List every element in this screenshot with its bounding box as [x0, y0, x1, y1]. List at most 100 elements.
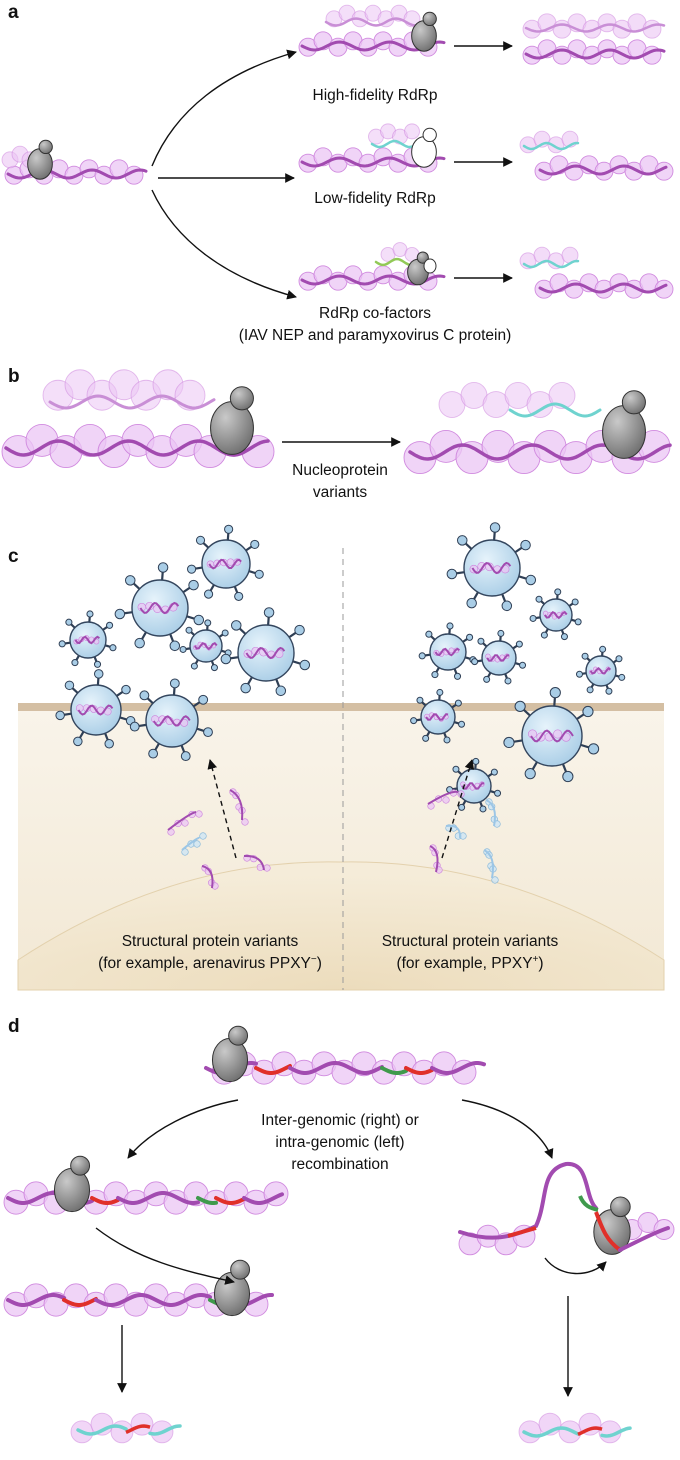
packaged-rna [425, 713, 449, 721]
cytoplasmic-rnp [427, 789, 465, 810]
glycoprotein-head [263, 607, 275, 618]
glycoprotein-head [582, 705, 594, 718]
polymerase-cap [422, 127, 437, 143]
packaged-rna [77, 704, 114, 716]
glycoprotein-head [210, 664, 218, 672]
polymerase-cap [422, 11, 437, 27]
glycoprotein-head [418, 652, 426, 660]
red-segment [404, 1066, 434, 1075]
glycoprotein-head [121, 684, 131, 695]
glycoprotein-head [443, 736, 451, 744]
nascent-rna [48, 394, 216, 410]
rna-strand [445, 824, 462, 839]
glycoprotein-head [139, 690, 150, 701]
nucleoprotein-subunit [491, 876, 499, 884]
nucleoprotein-subunit [226, 558, 235, 566]
glycoprotein-head [586, 686, 594, 694]
glycoprotein-head [452, 765, 460, 773]
polymerase-cap [416, 251, 429, 264]
glycoprotein-head [581, 652, 589, 660]
glycoprotein-head [458, 720, 466, 728]
glycoprotein-head [221, 629, 229, 637]
label-recombination-3: recombination [291, 1156, 388, 1173]
glycoprotein-head [294, 624, 305, 636]
glycoprotein-head [490, 768, 498, 776]
packaged-rna [461, 782, 485, 790]
glycoprotein-head [148, 748, 159, 759]
label-right-variants: Structural protein variants [382, 933, 559, 950]
glycoprotein-head [519, 661, 527, 669]
glycoprotein-head [524, 768, 536, 780]
packaged-rna [530, 729, 574, 743]
glycoprotein-head [471, 658, 479, 666]
glycoprotein-head [472, 757, 480, 765]
glycoprotein-head [504, 677, 512, 685]
glycoprotein-head [422, 734, 430, 742]
glycoprotein-head [203, 589, 214, 599]
packaged-rna [194, 641, 218, 651]
label-recombination-2: intra-genomic (left) [275, 1134, 404, 1151]
cytoplasmic-rnp [181, 832, 207, 856]
green-segment [196, 1196, 218, 1205]
polymerase-cap [229, 386, 254, 411]
glycoprotein-head [477, 637, 485, 645]
glycoprotein-head [453, 672, 462, 680]
genome-rna [430, 1061, 486, 1075]
glycoprotein-head [483, 675, 491, 683]
label-left-example: (for example, arenavirus PPXY−) [98, 954, 322, 972]
label-high-fidelity: High-fidelity RdRp [313, 87, 438, 104]
progeny-rna [524, 23, 666, 33]
packaged-rna [152, 715, 191, 727]
glycoprotein-head [571, 598, 579, 606]
glycoprotein-head [65, 618, 73, 626]
intra-genomic-step2 [3, 1259, 274, 1317]
genome-rna [242, 1192, 284, 1205]
label-cofactors-detail: (IAV NEP and paramyxovirus C protein) [239, 327, 512, 344]
glycoprotein-head [179, 645, 187, 653]
glycoprotein-head [195, 535, 206, 545]
red-segment [125, 1424, 151, 1434]
starting-rnp-complex [1, 139, 148, 185]
glycoprotein-head [187, 564, 197, 574]
glycoprotein-head [416, 696, 424, 704]
glycoprotein-head [618, 673, 626, 681]
polymerase-cap [38, 139, 53, 155]
virion [220, 607, 311, 697]
glycoprotein-head [494, 789, 502, 797]
glycoprotein-head [560, 633, 568, 641]
glycoprotein-head [425, 630, 433, 638]
glycoprotein-head [549, 687, 561, 699]
packaged-rna [245, 646, 286, 660]
packaged-rna [486, 654, 510, 662]
recombinant-rna [600, 1426, 632, 1438]
glycoprotein-head [157, 562, 169, 573]
label-variants: variants [313, 484, 368, 501]
red-segment [214, 1196, 246, 1205]
panel-a: a High-fidelity RdRp Low-fidelity RdRp R… [1, 2, 674, 344]
glycoprotein-head [71, 659, 79, 667]
rna-strand [243, 854, 265, 871]
panel-c-letter: c [8, 546, 19, 567]
nucleus [17, 861, 665, 991]
mutated-nascent-rna [370, 139, 420, 149]
panel-d-letter: d [8, 1016, 20, 1037]
label-right-example: (for example, PPXY+) [396, 954, 543, 972]
glycoprotein-head [185, 626, 193, 634]
rna-strand [167, 811, 197, 831]
glycoprotein-head [93, 660, 102, 668]
glycoprotein-head [275, 685, 287, 697]
packaged-rna [139, 601, 180, 615]
polymerase-cap [70, 1155, 91, 1176]
glycoprotein-head [454, 699, 462, 707]
rna-strand [485, 799, 496, 827]
glycoprotein-head [515, 640, 523, 648]
virion [114, 562, 205, 652]
polymerase-body [53, 1167, 91, 1213]
glycoprotein-head [240, 682, 251, 694]
rna-strand [229, 789, 244, 821]
glycoprotein-head [188, 579, 199, 591]
mutated-progeny-rna [522, 141, 580, 151]
rna-strand [181, 836, 201, 851]
virion [446, 522, 537, 612]
glycoprotein-head [574, 618, 582, 626]
